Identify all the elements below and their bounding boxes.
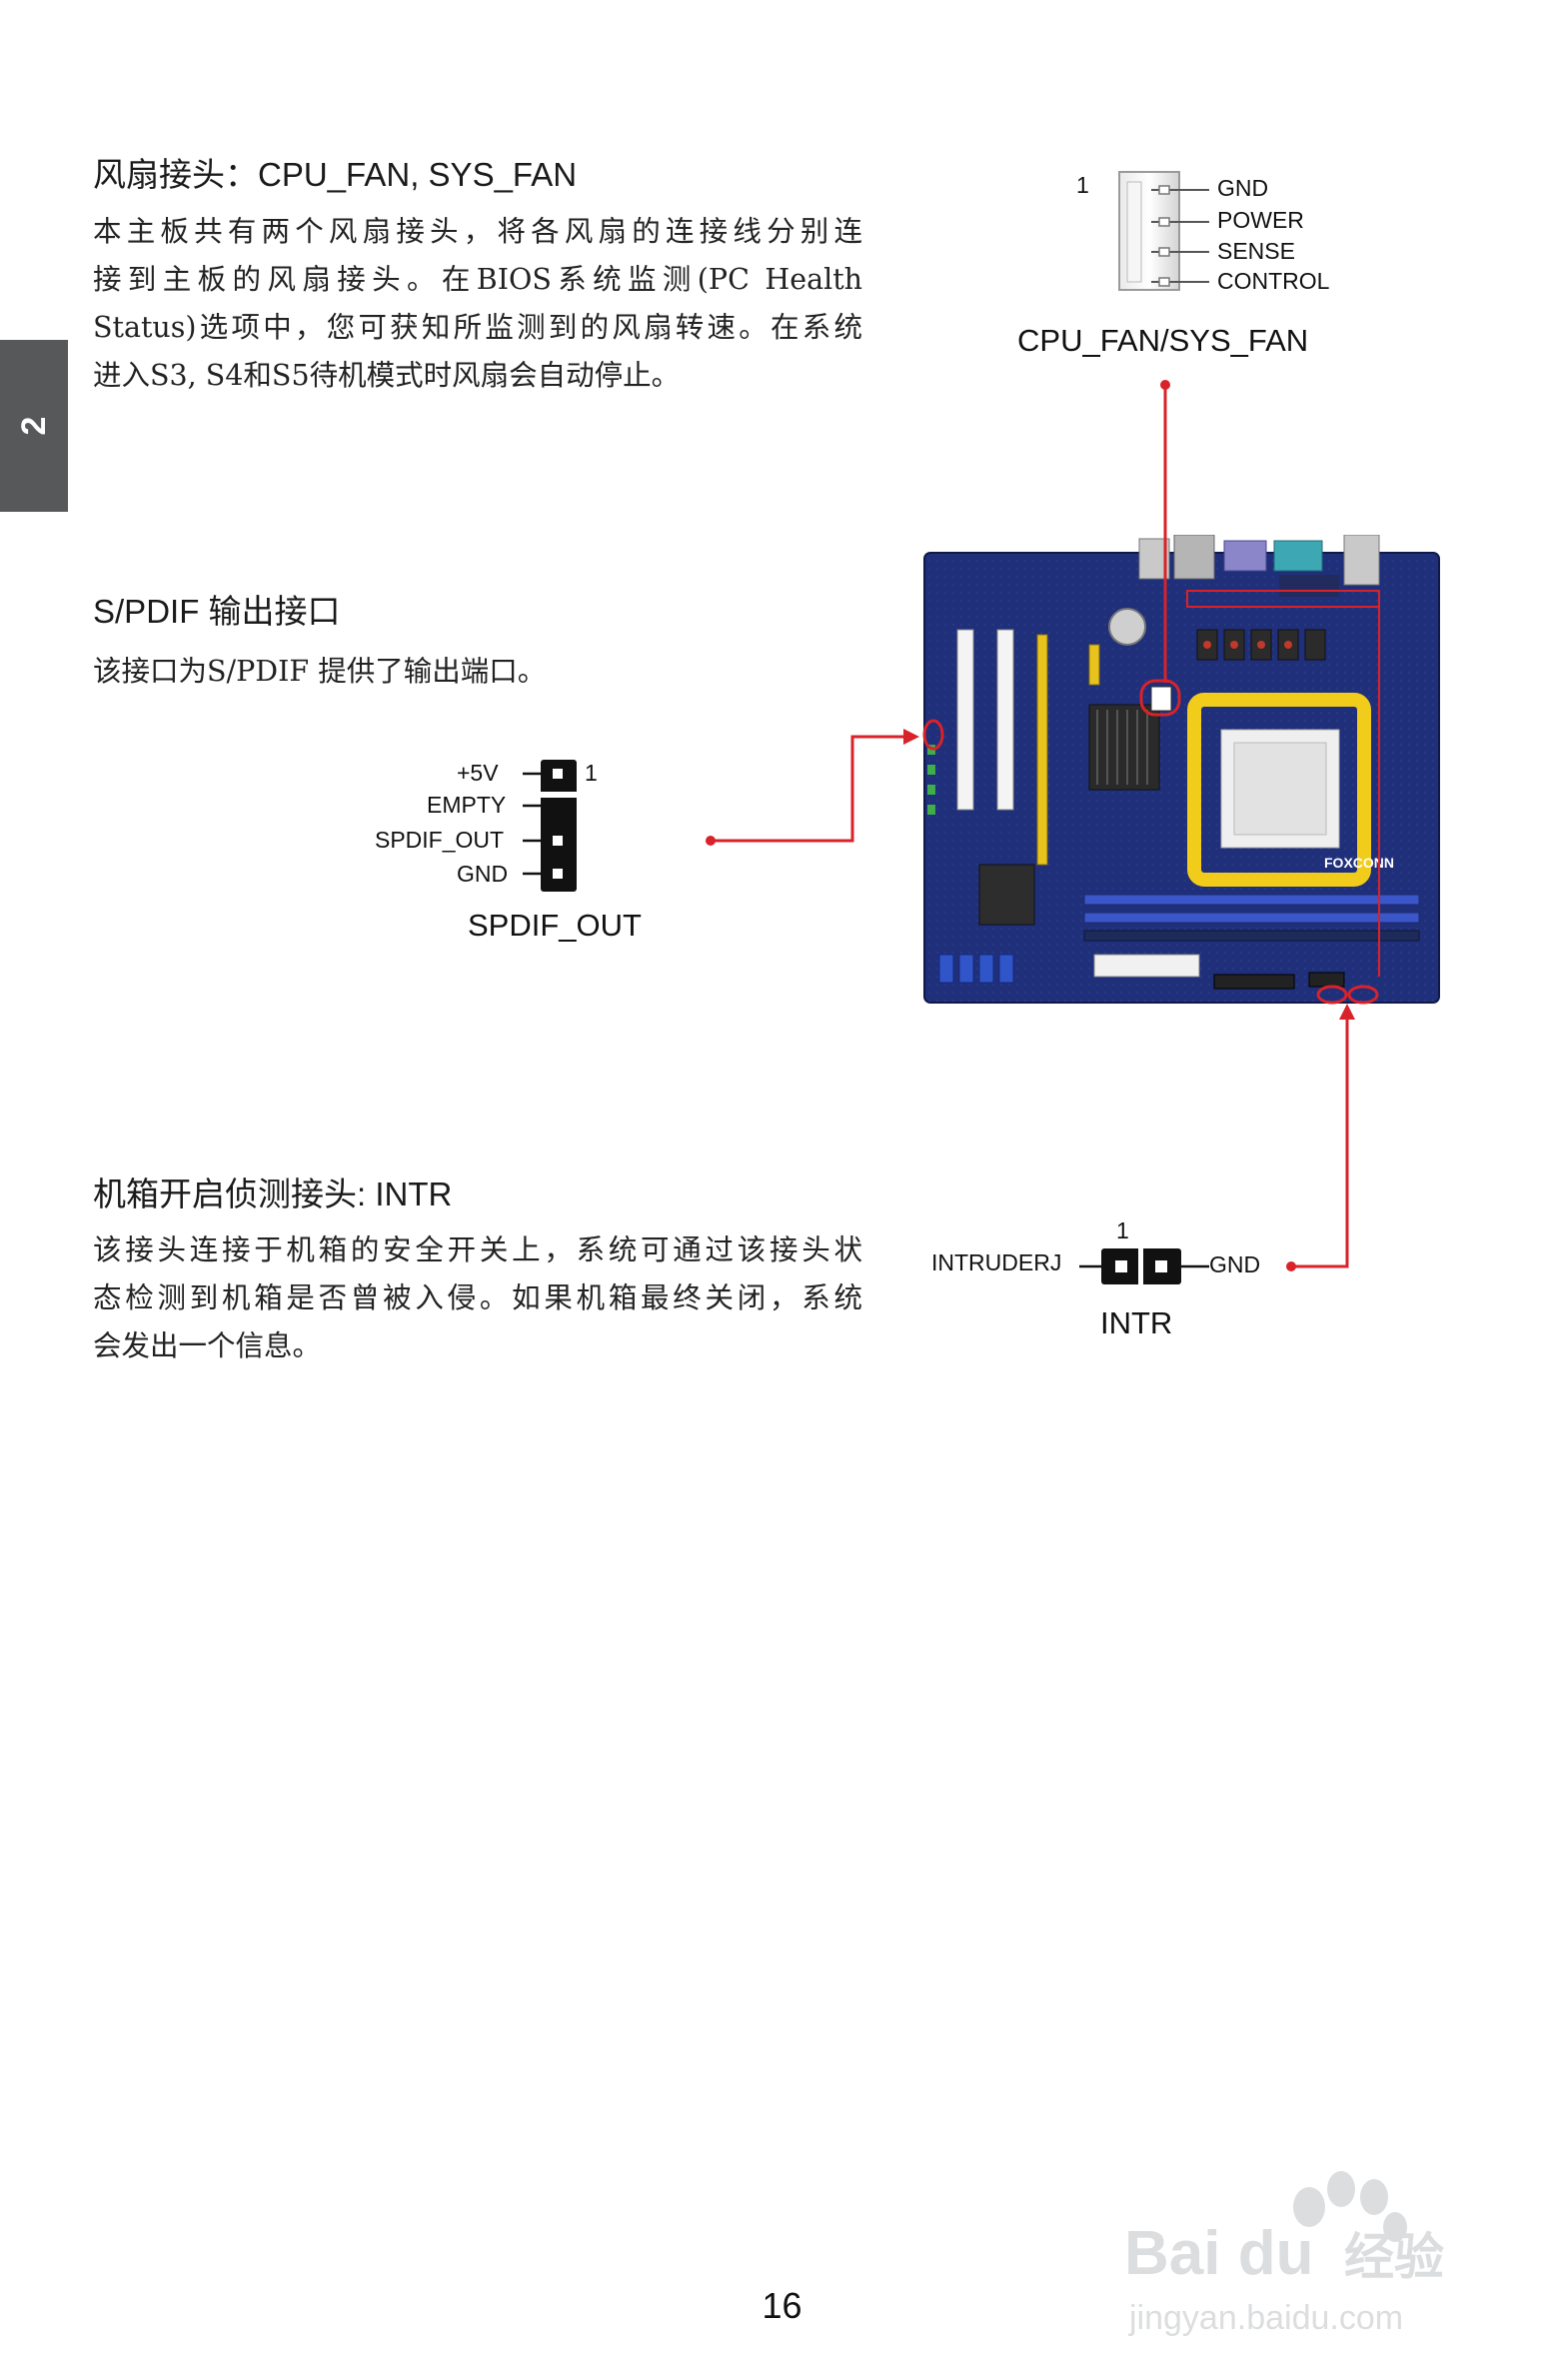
fan-body-line: Status)选项中，您可获知所监测到的风扇转速。在系统 (93, 311, 862, 344)
spdif-pin-label: GND (457, 861, 509, 887)
intr-section-title: 机箱开启侦测接头: INTR (93, 1176, 453, 1212)
intr-callout-ring (1316, 985, 1348, 1005)
paw-icon (1293, 2171, 1407, 2242)
spdif-pin-label: EMPTY (427, 792, 507, 818)
fan-pin-label: SENSE (1217, 238, 1295, 264)
fan-connector-diagram (1118, 171, 1209, 291)
watermark: Bai du 经验 jingyan.baidu.com (1124, 2171, 1444, 2337)
fan-callout-ring (1139, 679, 1181, 717)
fan-section-body: 本主板共有两个风扇接头，将各风扇的连接线分别连 接到主板的风扇接头。在BIOS系… (93, 208, 862, 400)
intr-body-line: 态检测到机箱是否曾被入侵。如果机箱最终关闭，系统 (93, 1281, 862, 1314)
intr-pin-one-label: 1 (1116, 1217, 1129, 1243)
spdif-callout-ring (922, 719, 944, 751)
spdif-connector-caption: SPDIF_OUT (468, 908, 642, 943)
fan-pin-label: POWER (1217, 207, 1304, 233)
intr-section-body: 该接头连接于机箱的安全开关上，系统可通过该接头状 态检测到机箱是否曾被入侵。如果… (93, 1226, 862, 1370)
fan-section-title: 风扇接头：CPU_FAN, SYS_FAN (93, 156, 578, 193)
spdif-pin-one-label: 1 (585, 760, 598, 786)
page-number: 16 (762, 2285, 802, 2326)
spdif-section-title: S/PDIF 输出接口 (93, 593, 341, 630)
fan-pin-label: GND (1217, 175, 1269, 201)
watermark-url: jingyan.baidu.com (1128, 2299, 1403, 2337)
fan-body-line: 本主板共有两个风扇接头，将各风扇的连接线分别连 (93, 215, 862, 248)
intr-body-line: 会发出一个信息。 (93, 1329, 322, 1362)
intr-connector-diagram (1079, 1248, 1209, 1284)
chapter-tab: 2 (0, 340, 68, 512)
fan-body-line: 进入S3, S4和S5待机模式时风扇会自动停止。 (93, 359, 681, 392)
fan-pin-one-label: 1 (1076, 172, 1089, 198)
intr-right-pin-label: GND (1209, 1251, 1261, 1277)
fan-body-line: 接到主板的风扇接头。在BIOS系统监测(PC Health (93, 263, 862, 296)
intr-connector-caption: INTR (1100, 1305, 1173, 1340)
spdif-pin-label: SPDIF_OUT (375, 827, 505, 853)
spdif-connector-diagram (523, 760, 577, 892)
watermark-suffix: 经验 (1344, 2229, 1444, 2285)
cpu-socket-retention (1187, 693, 1371, 887)
fan-connector-caption: CPU_FAN/SYS_FAN (1017, 323, 1309, 358)
watermark-brand: Bai du (1124, 2219, 1313, 2288)
spdif-pin-label: +5V (457, 760, 499, 786)
board-logo: FOXCONN (1324, 855, 1394, 871)
fan-pin-label: CONTROL (1217, 268, 1330, 294)
spdif-body-line: 该接口为S/PDIF 提供了输出端口。 (93, 655, 547, 688)
intr-left-pin-label: INTRUDERJ (931, 1249, 1062, 1275)
intr-body-line: 该接头连接于机箱的安全开关上，系统可通过该接头状 (93, 1233, 862, 1266)
spdif-section-body: 该接口为S/PDIF 提供了输出端口。 (93, 648, 862, 696)
